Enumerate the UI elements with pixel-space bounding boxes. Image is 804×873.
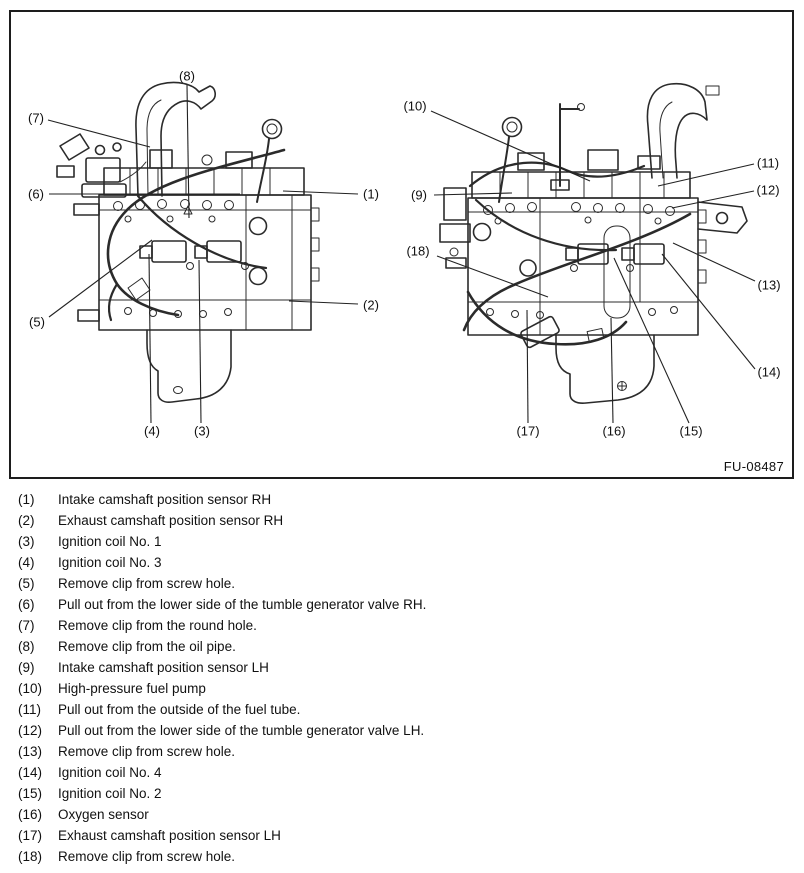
callout-3: (3) — [194, 424, 210, 439]
legend-item-8: (8) Remove clip from the oil pipe. — [0, 636, 804, 657]
legend-item-1: (1) Intake camshaft position sensor RH — [0, 489, 804, 510]
callout-9: (9) — [411, 188, 427, 203]
legend-item-number: (16) — [18, 807, 43, 822]
callout-17: (17) — [516, 424, 539, 439]
legend-item-15: (15) Ignition coil No. 2 — [0, 783, 804, 804]
legend-item-11: (11) Pull out from the outside of the fue… — [0, 699, 804, 720]
legend-item-number: (7) — [18, 618, 35, 633]
callout-2: (2) — [363, 298, 379, 313]
legend-item-text: Ignition coil No. 3 — [58, 555, 162, 570]
figure-code: FU-08487 — [723, 459, 784, 474]
legend-item-number: (10) — [18, 681, 43, 696]
legend-item-number: (5) — [18, 576, 35, 591]
callout-5: (5) — [29, 315, 45, 330]
legend-item-text: Pull out from the lower side of the tumb… — [58, 723, 425, 738]
leader-lines — [47, 84, 756, 424]
legend-item-6: (6) Pull out from the lower side of the t… — [0, 594, 804, 615]
callout-10: (10) — [403, 99, 426, 114]
legend-item-text: Intake camshaft position sensor RH — [58, 492, 272, 507]
legend-item-number: (18) — [18, 849, 43, 864]
legend-item-number: (6) — [18, 597, 35, 612]
legend-item-number: (12) — [18, 723, 43, 738]
legend-item-7: (7) Remove clip from the round hole. — [0, 615, 804, 636]
legend-item-13: (13) Remove clip from screw hole. — [0, 741, 804, 762]
legend-item-number: (14) — [18, 765, 43, 780]
legend-item-number: (9) — [18, 660, 35, 675]
legend-item-10: (10) High-pressure fuel pump — [0, 678, 804, 699]
legend-item-text: Oxygen sensor — [58, 807, 149, 822]
legend-item-number: (3) — [18, 534, 35, 549]
legend-item-12: (12) Pull out from the lower side of the … — [0, 720, 804, 741]
legend: (1) Intake camshaft position sensor RH (2… — [0, 489, 804, 867]
legend-item-text: High-pressure fuel pump — [58, 681, 206, 696]
legend-item-number: (4) — [18, 555, 35, 570]
legend-item-number: (2) — [18, 513, 35, 528]
engine-view-lh — [439, 82, 748, 404]
legend-item-number: (15) — [18, 786, 43, 801]
callout-13: (13) — [757, 278, 780, 293]
callout-11: (11) — [757, 156, 779, 171]
callout-7: (7) — [28, 111, 44, 126]
legend-item-text: Exhaust camshaft position sensor RH — [58, 513, 284, 528]
legend-item-text: Ignition coil No. 1 — [58, 534, 162, 549]
legend-item-text: Remove clip from screw hole. — [58, 576, 236, 591]
callout-4: (4) — [144, 424, 160, 439]
legend-item-number: (17) — [18, 828, 43, 843]
legend-item-3: (3) Ignition coil No. 1 — [0, 531, 804, 552]
legend-item-text: Intake camshaft position sensor LH — [58, 660, 269, 675]
engine-diagram: (7) (8) (6) (1) (5) (2) (4) (3) (10) (11… — [28, 69, 781, 439]
legend-item-text: Remove clip from screw hole. — [58, 849, 236, 864]
legend-item-5: (5) Remove clip from screw hole. — [0, 573, 804, 594]
legend-item-text: Remove clip from the oil pipe. — [58, 639, 236, 654]
callout-6: (6) — [28, 187, 44, 202]
legend-item-text: Pull out from the lower side of the tumb… — [58, 597, 427, 612]
legend-item-text: Ignition coil No. 4 — [58, 765, 162, 780]
legend-item-text: Ignition coil No. 2 — [58, 786, 162, 801]
callout-15: (15) — [679, 424, 702, 439]
engine-view-rh — [56, 81, 320, 403]
callout-14: (14) — [757, 365, 780, 380]
callout-18: (18) — [406, 244, 429, 259]
legend-item-text: Exhaust camshaft position sensor LH — [58, 828, 281, 843]
legend-item-17: (17) Exhaust camshaft position sensor LH — [0, 825, 804, 846]
legend-item-2: (2) Exhaust camshaft position sensor RH — [0, 510, 804, 531]
legend-item-9: (9) Intake camshaft position sensor LH — [0, 657, 804, 678]
legend-item-14: (14) Ignition coil No. 4 — [0, 762, 804, 783]
legend-item-16: (16) Oxygen sensor — [0, 804, 804, 825]
legend-item-number: (8) — [18, 639, 35, 654]
legend-item-text: Pull out from the outside of the fuel tu… — [58, 702, 301, 717]
callout-8: (8) — [179, 69, 195, 84]
legend-item-number: (13) — [18, 744, 43, 759]
figure-box: (7) (8) (6) (1) (5) (2) (4) (3) (10) (11… — [9, 10, 794, 479]
legend-item-text: Remove clip from the round hole. — [58, 618, 257, 633]
legend-item-4: (4) Ignition coil No. 3 — [0, 552, 804, 573]
legend-item-number: (1) — [18, 492, 35, 507]
callout-labels: (7) (8) (6) (1) (5) (2) (4) (3) (10) (11… — [28, 69, 781, 439]
legend-item-text: Remove clip from screw hole. — [58, 744, 236, 759]
legend-item-number: (11) — [18, 702, 42, 717]
callout-16: (16) — [602, 424, 625, 439]
callout-12: (12) — [756, 183, 779, 198]
callout-1: (1) — [363, 187, 379, 202]
legend-item-18: (18) Remove clip from screw hole. — [0, 846, 804, 867]
